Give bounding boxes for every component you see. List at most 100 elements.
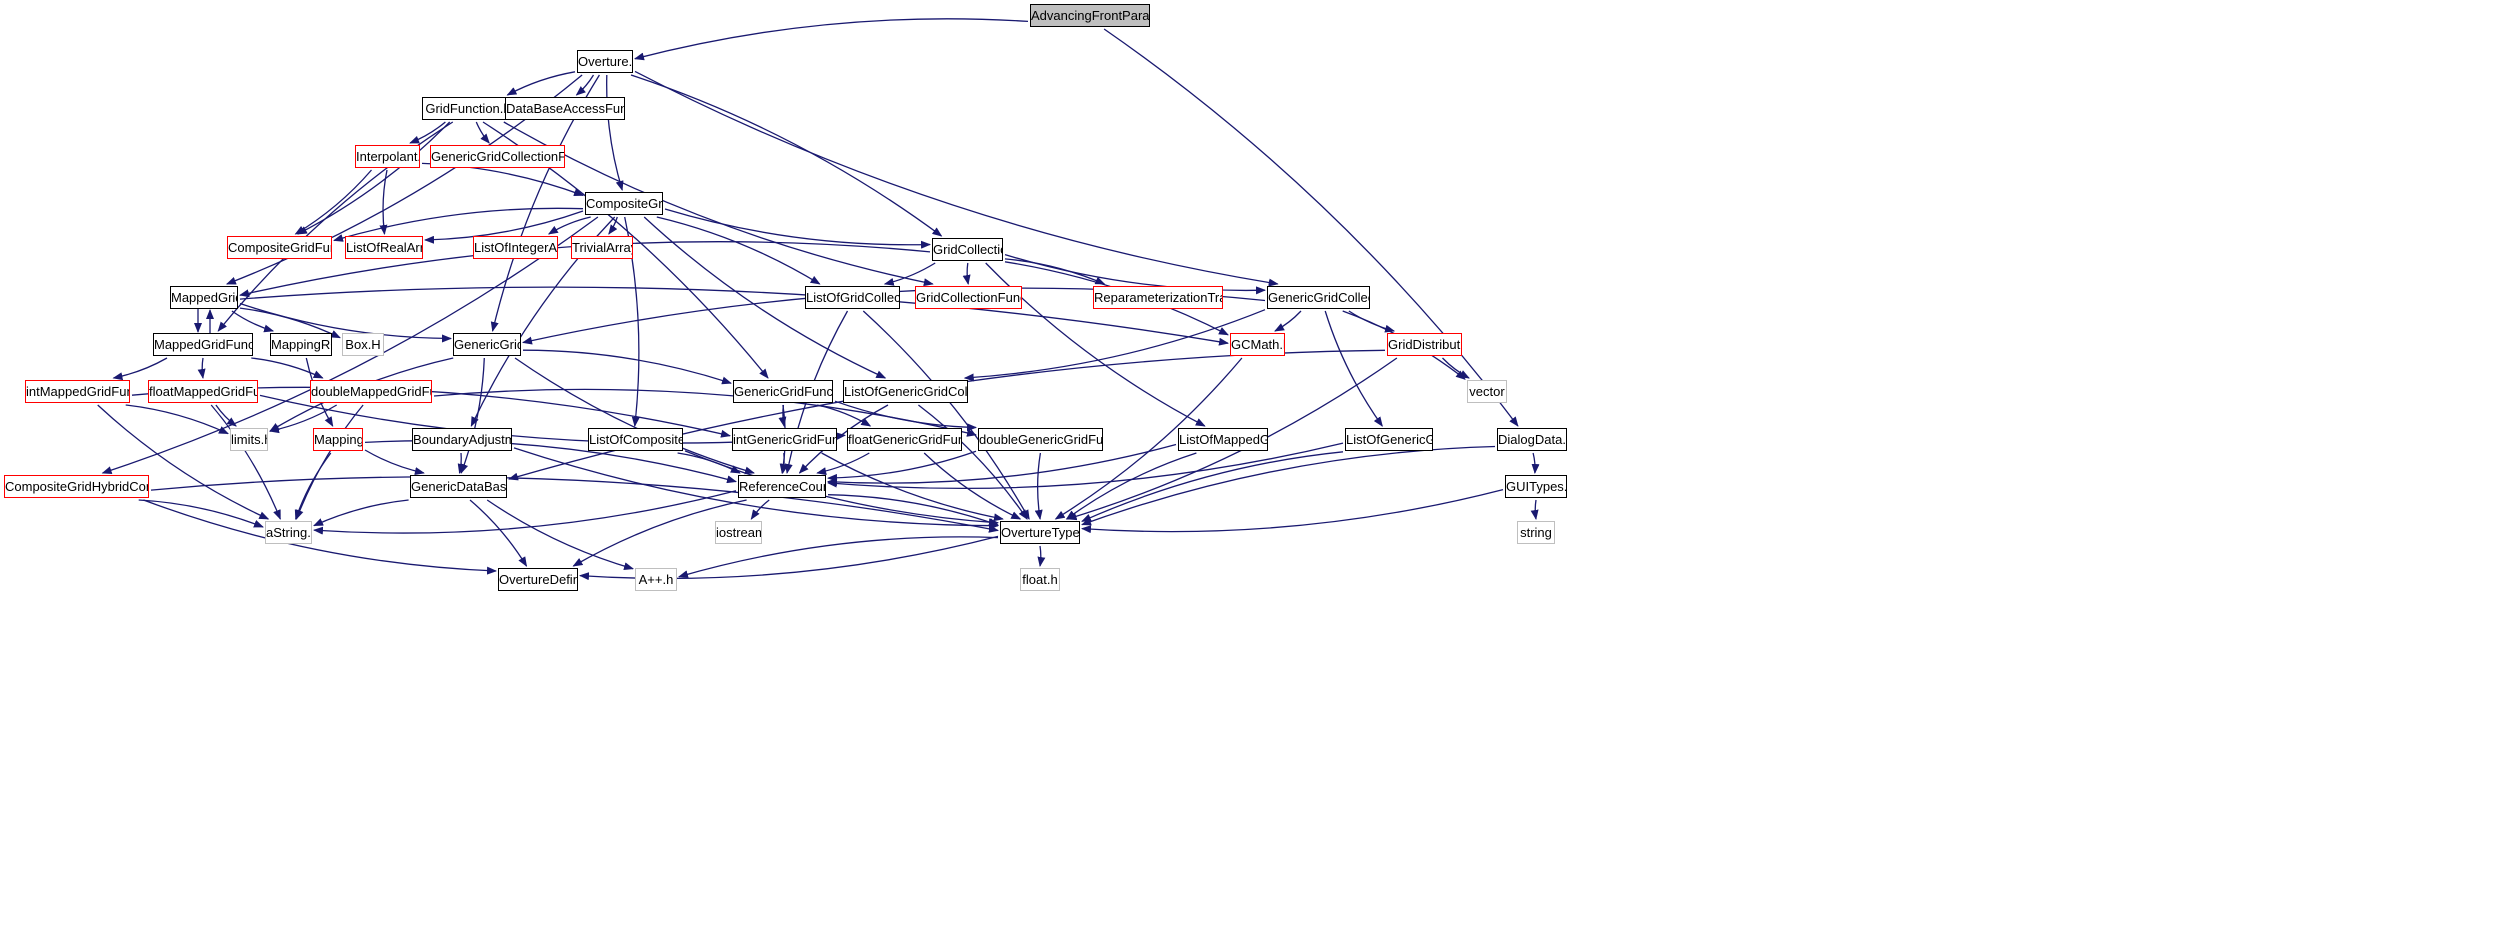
edge-gd-to-vec xyxy=(1442,357,1470,379)
edge-lomg-to-ot xyxy=(1065,452,1197,520)
edge-mg-to-gcm xyxy=(239,286,1229,346)
edge-afp-to-ov xyxy=(634,18,1029,61)
node-ggf[interactable]: GenericGridFunction.h xyxy=(733,380,833,403)
edge-cghc-to-astr xyxy=(138,499,264,528)
edge-gf-to-cgf xyxy=(296,121,451,235)
node-flt: float.h xyxy=(1020,568,1060,591)
node-dd[interactable]: DialogData.h xyxy=(1497,428,1567,451)
edge-gui-to-ot xyxy=(1081,488,1504,534)
node-gc[interactable]: GridCollection.h xyxy=(932,238,1003,261)
edge-rc-to-astr xyxy=(313,490,737,535)
edge-loggc-to-ot xyxy=(918,404,1028,520)
node-gui[interactable]: GUITypes.h xyxy=(1505,475,1567,498)
edge-mg-to-gg xyxy=(239,302,452,343)
node-mrc[interactable]: MappingRC.h xyxy=(270,333,332,356)
node-cghc[interactable]: CompositeGridHybridConnectivity.h xyxy=(4,475,149,498)
node-map[interactable]: Mapping.h xyxy=(313,428,363,451)
node-interp[interactable]: Interpolant.h xyxy=(355,145,420,168)
edge-gd-to-ot xyxy=(1066,357,1398,521)
node-lia[interactable]: ListOfIntegerArray.h xyxy=(473,236,558,259)
node-lomg[interactable]: ListOfMappedGrid.h xyxy=(1178,428,1268,451)
node-fmg[interactable]: floatMappedGridFunction.h xyxy=(148,380,258,403)
node-loggc[interactable]: ListOfGenericGridCollection.h xyxy=(843,380,968,403)
node-logg[interactable]: ListOfGenericGrid.h xyxy=(1345,428,1433,451)
edge-gdb-to-astr xyxy=(313,499,409,527)
node-gdb[interactable]: GenericDataBase.h xyxy=(410,475,507,498)
node-mgf[interactable]: MappedGridFunction.h xyxy=(153,333,253,356)
edge-gg-to-gdb xyxy=(460,357,485,474)
edge-cg-to-ta xyxy=(608,216,618,235)
edge-ov-to-ggc xyxy=(634,70,1279,287)
edge-logg-to-ot xyxy=(1081,451,1344,522)
node-mg[interactable]: MappedGrid.h xyxy=(170,286,238,309)
edge-dggf-to-ot xyxy=(1034,452,1043,520)
edge-cghc-to-od xyxy=(143,499,497,575)
node-str: string xyxy=(1517,521,1555,544)
edge-gf-to-gcf xyxy=(503,121,934,287)
node-lra[interactable]: ListOfRealArray.h xyxy=(345,236,423,259)
edge-iggf-to-ot xyxy=(821,452,1004,522)
edge-fmg-to-lim xyxy=(215,404,237,427)
node-box: Box.H xyxy=(342,333,384,356)
node-vec: vector xyxy=(1467,380,1507,403)
edge-ggc-to-gd xyxy=(1348,310,1396,333)
node-cg[interactable]: CompositeGrid.h xyxy=(585,192,663,215)
edge-dggf-to-rc xyxy=(827,450,977,482)
node-ba[interactable]: BoundaryAdjustment.h xyxy=(412,428,512,451)
node-dggf[interactable]: doubleGenericGridFunction.h xyxy=(978,428,1103,451)
node-gf[interactable]: GridFunction.h xyxy=(422,97,514,120)
edge-locg-to-ot xyxy=(684,450,999,527)
node-cgf[interactable]: CompositeGridFunction.h xyxy=(227,236,332,259)
node-gd[interactable]: GridDistribution.h xyxy=(1387,333,1462,356)
node-ta[interactable]: TrivialArray.h xyxy=(571,236,633,259)
node-ggc[interactable]: GenericGridCollection.h xyxy=(1267,286,1370,309)
edge-iggf-to-rc xyxy=(780,452,789,474)
node-ios: iostream xyxy=(715,521,762,544)
node-img[interactable]: intMappedGridFunction.h xyxy=(25,380,130,403)
edge-gdb-to-app xyxy=(486,499,634,571)
edge-ggf-to-fggf xyxy=(817,404,872,427)
edge-gc-to-ggc xyxy=(1004,253,1266,295)
node-iggf[interactable]: intGenericGridFunction.h xyxy=(732,428,837,451)
edge-cghc-to-ot xyxy=(150,476,999,533)
edge-ot-to-app xyxy=(678,536,999,579)
node-rc[interactable]: ReferenceCounting.h xyxy=(738,475,826,498)
edge-logg-to-rc xyxy=(827,442,1344,490)
edge-afp-to-dd xyxy=(1103,28,1519,427)
node-ggcf[interactable]: GenericGridCollectionFunction.h xyxy=(430,145,565,168)
edge-img-to-astr xyxy=(97,404,270,520)
edge-cg-to-cghc xyxy=(101,216,599,474)
edge-dd-to-gui xyxy=(1531,452,1540,474)
node-gcf[interactable]: GridCollectionFunction.h xyxy=(915,286,1022,309)
edge-gc-to-gcf xyxy=(962,262,971,285)
edge-gf-to-mgf xyxy=(217,121,454,332)
edge-gui-to-str xyxy=(1530,499,1539,520)
edge-dd-to-ot xyxy=(1081,445,1496,526)
node-dbaf[interactable]: DataBaseAccessFunctions.h xyxy=(505,97,625,120)
edge-gc-to-rt xyxy=(1004,258,1106,285)
edge-gg-to-rc xyxy=(514,357,755,475)
edge-gc-to-logc xyxy=(883,262,936,286)
edge-ov-to-cg xyxy=(606,74,624,191)
edge-dmg-to-astr xyxy=(295,404,364,520)
edge-cg-to-lia xyxy=(547,216,591,235)
node-gcm[interactable]: GCMath.h xyxy=(1230,333,1285,356)
node-ov[interactable]: Overture.h xyxy=(577,50,633,73)
node-od[interactable]: OvertureDefine.h xyxy=(498,568,578,591)
node-fggf[interactable]: floatGenericGridFunction.h xyxy=(847,428,962,451)
node-dmg[interactable]: doubleMappedGridFunction.h xyxy=(310,380,432,403)
node-gg[interactable]: GenericGrid.h xyxy=(453,333,521,356)
edge-ba-to-gdb xyxy=(457,452,466,474)
node-logc[interactable]: ListOfGridCollection.h xyxy=(805,286,900,309)
edge-fmg-to-astr xyxy=(210,404,281,520)
edge-gdb-to-od xyxy=(469,499,528,567)
node-locg[interactable]: ListOfCompositeGrid.h xyxy=(588,428,683,451)
node-rt[interactable]: ReparameterizationTransform.h xyxy=(1093,286,1223,309)
edge-img-to-lim xyxy=(125,404,229,435)
edge-cg-to-lra xyxy=(424,210,584,244)
edge-ov-to-gf xyxy=(506,71,576,96)
node-afp[interactable]: AdvancingFrontParameters.h xyxy=(1030,4,1150,27)
